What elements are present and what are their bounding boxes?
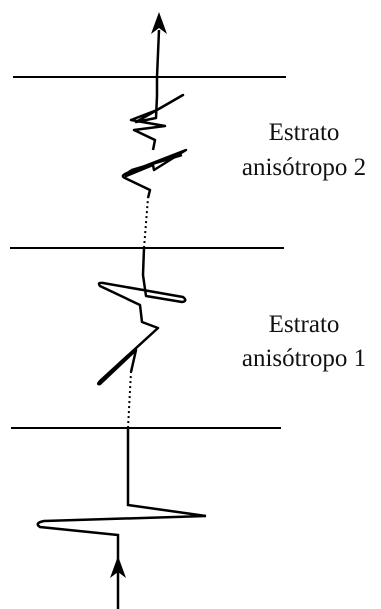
outgoing-arrowhead-icon <box>151 12 167 34</box>
stratum2-wavelet-upper <box>129 77 185 151</box>
stratum1-label-line2: anisótropo 1 <box>242 345 366 372</box>
stratum1-wavelet <box>97 247 187 386</box>
stratum1-label-line1: Estrato <box>269 311 340 338</box>
stratum2-label-line2: anisótropo 2 <box>242 154 366 181</box>
outgoing-ray <box>155 29 161 78</box>
isotropic-wavelet <box>36 428 207 568</box>
stratum2-label-line1: Estrato <box>269 119 340 146</box>
stratum2-wavelet-lower <box>121 148 188 199</box>
dotted-ray-lower <box>127 371 132 429</box>
dotted-ray-upper <box>143 197 149 249</box>
